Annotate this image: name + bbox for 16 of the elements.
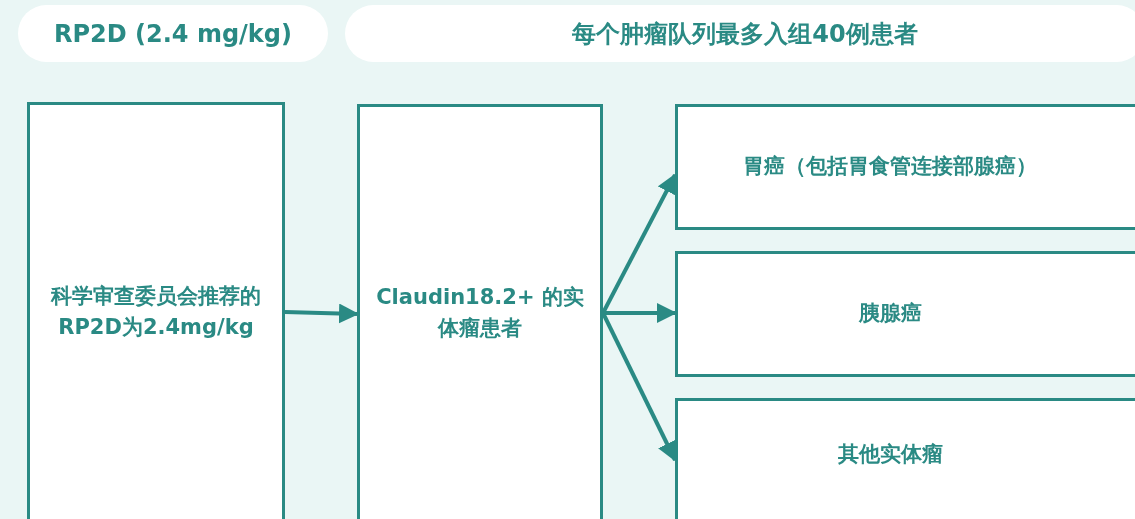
node-label: 胰腺癌 (858, 300, 922, 328)
node-label: 其他实体瘤 (837, 441, 943, 469)
node-label: Claudin18.2+ 的实体瘤患者 (375, 283, 585, 342)
node-label: 科学审查委员会推荐的RP2D为2.4mg/kg (49, 282, 262, 341)
arrow (603, 303, 677, 323)
node-label: RP2D (2.4 mg/kg) (54, 19, 292, 48)
process-box (27, 102, 285, 519)
category-box (675, 104, 1135, 230)
category-box (675, 398, 1135, 519)
arrow (601, 312, 677, 462)
arrow (284, 303, 359, 324)
arrow (601, 173, 677, 314)
category-box (675, 251, 1135, 377)
process-box (357, 104, 603, 519)
node-label: 胃癌（包括胃食管连接部腺癌） (743, 153, 1037, 181)
node-label: 每个肿瘤队列最多入组40例患者 (572, 18, 918, 50)
